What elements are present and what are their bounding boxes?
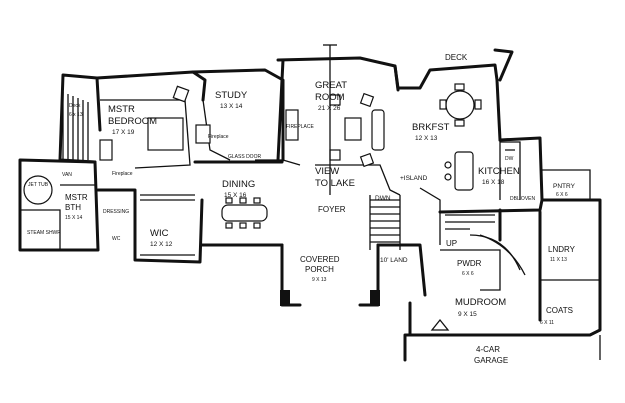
wic-shelving (140, 194, 195, 256)
kitchen-name: KITCHEN (478, 166, 520, 177)
dw-label: DW (505, 156, 514, 162)
deck-left-size: 6 x 13 (69, 112, 83, 118)
exterior-walls (18, 56, 602, 362)
mstr-bth-size: 15 X 14 (65, 215, 82, 221)
study-size: 13 X 14 (220, 103, 243, 110)
pntry-name: PNTRY (553, 183, 576, 190)
lndry-name: LNDRY (548, 245, 576, 254)
study-name: STUDY (215, 90, 248, 101)
porch-columns (280, 290, 380, 306)
pwdr-size: 6 X 6 (462, 271, 474, 277)
fireplace-great-label: FIREPLACE (286, 124, 314, 130)
island-label: +ISLAND (400, 175, 428, 182)
view-arrow (323, 44, 337, 195)
wc-label: WC (112, 236, 121, 242)
coats-name: COATS (546, 306, 573, 315)
brkfst-size: 12 X 13 (415, 135, 438, 142)
fireplace-study-label: Fireplace (208, 134, 229, 140)
mstr-bedroom-name1: MSTR (108, 104, 135, 115)
mudroom-name: MUDROOM (455, 297, 506, 308)
foyer-label: FOYER (318, 205, 346, 214)
deck-left-name: Deck (69, 103, 81, 109)
great-room-furniture (329, 92, 385, 168)
glass-door-label: GLASS DOOR (228, 154, 261, 160)
garage-marker (430, 318, 601, 360)
great-room-name1: GREAT (315, 80, 347, 91)
mstr-bth-name2: BTH (65, 203, 81, 212)
covered-porch-name2: PORCH (305, 265, 334, 274)
mstr-bedroom-size: 17 X 19 (112, 129, 135, 136)
covered-porch-name1: COVERED (300, 255, 340, 264)
jet-tub (23, 175, 53, 205)
deck-top-label: DECK (445, 53, 468, 62)
dining-name: DINING (222, 179, 255, 190)
wic-name: WIC (150, 228, 169, 239)
pwdr-name: PWDR (457, 259, 482, 268)
bed (147, 85, 190, 151)
land-label: 10' LAND (380, 257, 408, 264)
wic-size: 12 X 12 (150, 241, 173, 248)
van-label: VAN (62, 172, 72, 178)
garage-label-1: 4-CAR (476, 345, 500, 354)
fireplaces (99, 109, 299, 161)
view-label-1: VIEW (315, 166, 339, 177)
coats-size: 6 X 11 (540, 320, 554, 326)
jet-tub-label: JET TUB (28, 182, 49, 188)
deck-lines (62, 48, 514, 160)
mstr-bth-name1: MSTR (65, 193, 88, 202)
kitchen-island (444, 141, 521, 200)
great-room-name2: ROOM (315, 92, 345, 103)
garage-label-2: GARAGE (474, 356, 508, 365)
breakfast-table (439, 83, 482, 127)
mudroom-size: 9 X 15 (458, 311, 477, 318)
covered-porch-size: 9 X 13 (312, 277, 327, 283)
lndry-size: 11 X 13 (550, 257, 567, 263)
interior-walls (20, 99, 600, 291)
great-room-size: 21 X 26 (318, 105, 341, 112)
dbl-oven-label: DBL OVEN (510, 196, 535, 202)
up-label: UP (446, 239, 457, 248)
stairs (369, 195, 526, 276)
dressing-label: DRESSING (103, 209, 129, 215)
dining-size: 15 X 16 (224, 192, 247, 199)
dwn-label: DWN (375, 195, 391, 202)
brkfst-name: BRKFST (412, 122, 450, 133)
fireplace-bed-label: Fireplace (112, 171, 133, 177)
kitchen-size: 16 X 18 (482, 179, 505, 186)
view-label-2: TO LAKE (315, 178, 355, 189)
mstr-bedroom-name2: BEDROOM (108, 116, 157, 127)
steam-shwr-label: STEAM SHWR (27, 230, 61, 236)
pntry-size: 6 X 6 (556, 192, 568, 198)
dining-table (221, 197, 268, 229)
